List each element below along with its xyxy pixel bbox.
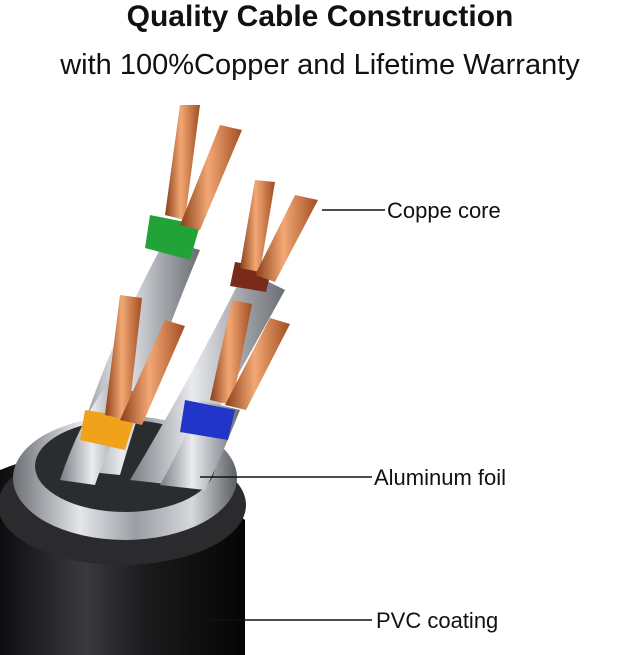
page-subtitle: with 100%Copper and Lifetime Warranty [60, 49, 580, 81]
callout-copper-core: Coppe core [387, 198, 501, 223]
callout-aluminum-foil: Aluminum foil [374, 465, 507, 490]
copper-core-strands [105, 105, 318, 425]
callout-pvc-coating: PVC coating [376, 608, 499, 633]
page-title: Quality Cable Construction [126, 0, 514, 33]
